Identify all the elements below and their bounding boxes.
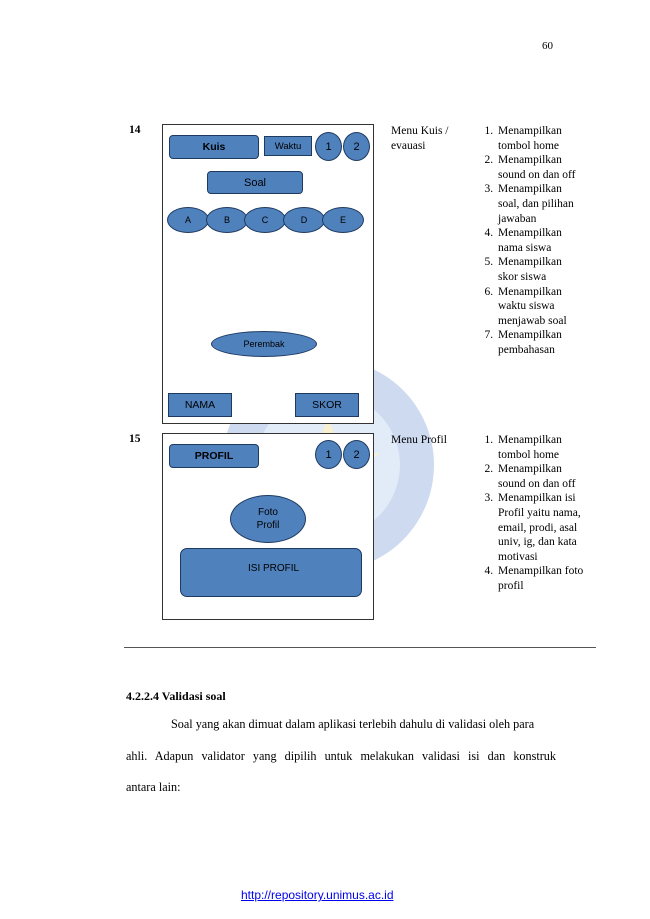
- sound-circle-button[interactable]: 2: [343, 132, 370, 161]
- feature-line: Menampilkan foto: [498, 565, 584, 578]
- sound-circle-button[interactable]: 2: [343, 440, 370, 469]
- feature-line: menjawab soal: [498, 314, 567, 327]
- section-heading: 4.2.2.4 Validasi soal: [126, 689, 226, 703]
- quiz-mockup-frame: Kuis Waktu 1 2 Soal A B C D E Perembak N…: [162, 124, 374, 424]
- menu-name-line-1: Menu Kuis /: [391, 125, 449, 137]
- feature-line: profil: [498, 579, 524, 592]
- profile-title-button[interactable]: PROFIL: [169, 444, 259, 468]
- home-circle-button[interactable]: 1: [315, 440, 342, 469]
- row-number-15: 15: [129, 433, 141, 445]
- profile-photo: Foto Profil: [230, 495, 306, 543]
- page-number: 60: [542, 40, 553, 52]
- feature-line: Menampilkan: [498, 154, 562, 167]
- answer-option-d[interactable]: D: [283, 207, 325, 233]
- feature-line: email, prodi, asal: [498, 521, 578, 534]
- feature-line: Menampilkan: [498, 463, 562, 476]
- timer-box: Waktu: [264, 136, 312, 156]
- profile-content-box: ISI PROFIL: [180, 548, 362, 597]
- feature-line: jawaban: [498, 212, 537, 225]
- feature-line: univ, ig, dan kata: [498, 536, 577, 549]
- answer-option-b[interactable]: B: [206, 207, 248, 233]
- feature-line: nama siswa: [498, 241, 552, 254]
- menu-name-profile: Menu Profil: [391, 434, 447, 446]
- feature-line: motivasi: [498, 550, 538, 563]
- home-circle-button[interactable]: 1: [315, 132, 342, 161]
- question-box: Soal: [207, 171, 303, 194]
- feature-line: tombol home: [498, 448, 560, 461]
- feature-line: Profil yaitu nama,: [498, 506, 581, 519]
- row-number-14: 14: [129, 124, 141, 136]
- feature-line: Menampilkan: [498, 183, 562, 196]
- feature-line: Menampilkan: [498, 125, 562, 137]
- feature-item: Menampilkan tombol home: [496, 124, 591, 153]
- feature-line: pembahasan: [498, 343, 555, 356]
- table-bottom-border: [124, 647, 596, 648]
- feature-line: Menampilkan: [498, 434, 562, 446]
- profile-photo-label-1: Foto: [257, 507, 278, 518]
- feature-item: Menampilkan tombol home: [496, 433, 591, 462]
- paragraph-line-2: ahli. Adapun validator yang dipilih untu…: [126, 749, 556, 763]
- score-box: SKOR: [295, 393, 359, 417]
- answer-option-e[interactable]: E: [322, 207, 364, 233]
- paragraph-line-1: Soal yang akan dimuat dalam aplikasi ter…: [171, 717, 535, 731]
- answer-option-c[interactable]: C: [244, 207, 286, 233]
- menu-name-quiz: Menu Kuis / evauasi: [391, 124, 471, 153]
- feature-line: sound on dan off: [498, 168, 576, 181]
- feature-line: Menampilkan: [498, 256, 562, 269]
- answer-option-a[interactable]: A: [167, 207, 209, 233]
- repository-link[interactable]: http://repository.unimus.ac.id: [241, 888, 394, 902]
- feature-line: Menampilkan isi: [498, 492, 576, 505]
- student-name-box: NAMA: [168, 393, 232, 417]
- profile-photo-label-2: Profil: [256, 520, 280, 531]
- paragraph-line-3: antara lain:: [126, 780, 181, 794]
- feature-line: soal, dan pilihan: [498, 197, 574, 210]
- menu-name-line-2: evauasi: [391, 139, 426, 152]
- feature-line: tombol home: [498, 139, 560, 152]
- feature-line: Menampilkan: [498, 227, 562, 240]
- quiz-title-button[interactable]: Kuis: [169, 135, 259, 159]
- feature-line: skor siswa: [498, 270, 547, 283]
- feature-line: sound on dan off: [498, 477, 576, 490]
- feature-line: Menampilkan: [498, 329, 562, 342]
- profile-mockup-frame: PROFIL 1 2 Foto Profil ISI PROFIL: [162, 433, 374, 620]
- discussion-button[interactable]: Perembak: [211, 331, 317, 357]
- feature-line: waktu siswa: [498, 300, 555, 313]
- feature-line: Menampilkan: [498, 285, 562, 298]
